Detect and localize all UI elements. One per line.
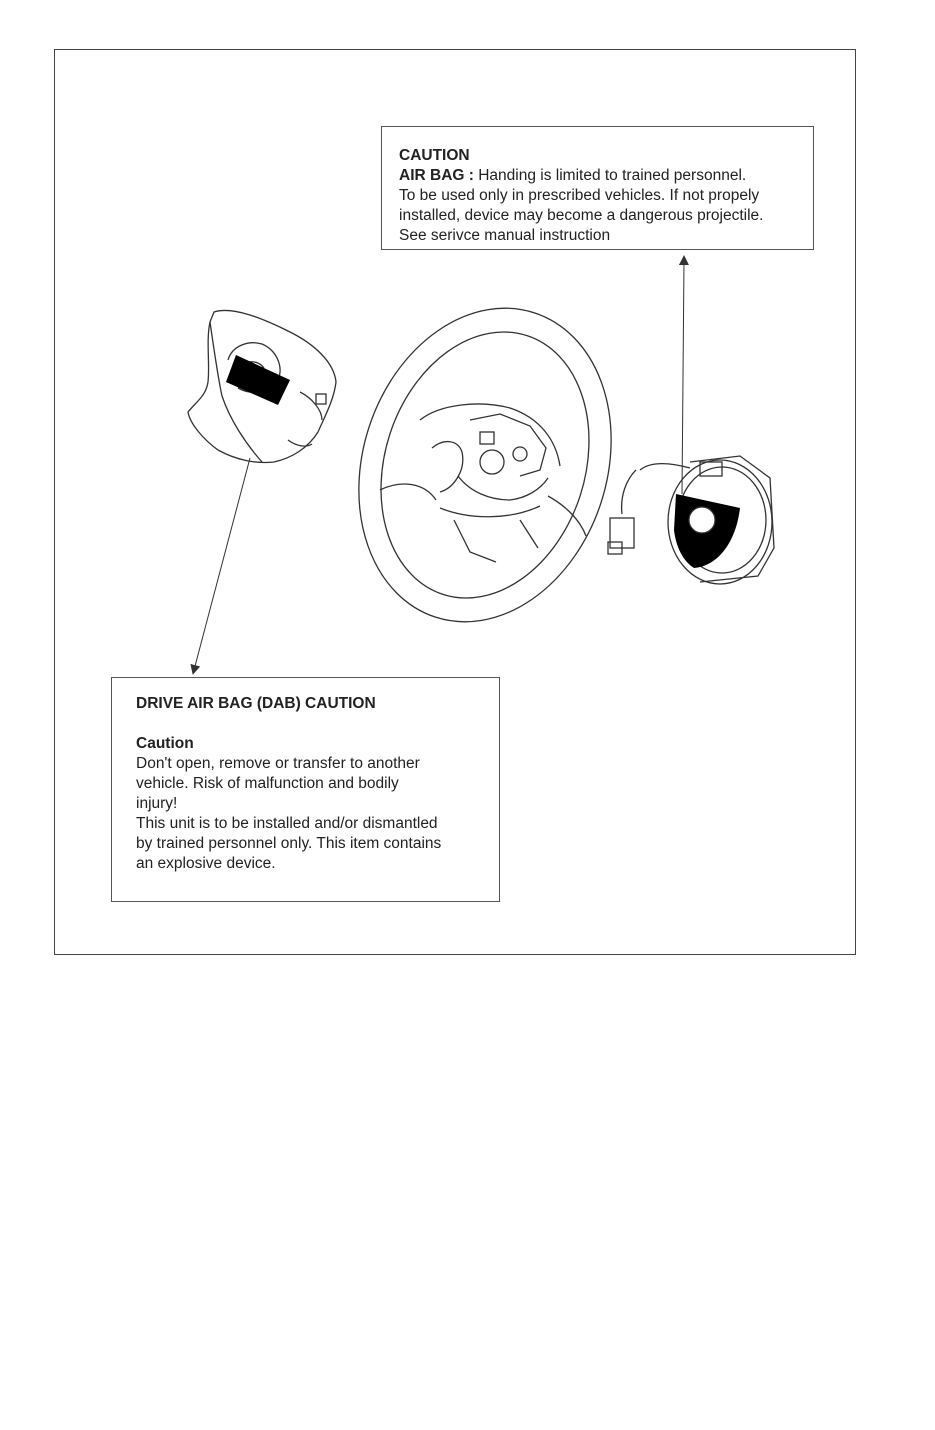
- caution-top-text-4: See serivce manual instruction: [399, 227, 611, 244]
- caution-bottom-title: DRIVE AIR BAG (DAB) CAUTION: [136, 695, 376, 712]
- caution-bottom-text-1: Don't open, remove or transfer to anothe…: [136, 755, 420, 772]
- caution-bottom-text-6: an explosive device.: [136, 855, 276, 872]
- steering-wheel-icon: [358, 307, 612, 623]
- caution-bottom-text-2: vehicle. Risk of malfunction and bodily: [136, 775, 399, 792]
- airbag-label: AIR BAG :: [399, 167, 474, 184]
- caution-top-title: CAUTION: [399, 147, 470, 164]
- caution-top-text-2: To be used only in prescribed vehicles. …: [399, 187, 760, 204]
- caution-bottom-text-4: This unit is to be installed and/or dism…: [136, 815, 438, 832]
- caution-label-bottom: DRIVE AIR BAG (DAB) CAUTION Caution Don'…: [111, 677, 500, 902]
- warning-label-patch-left: [226, 355, 290, 405]
- leader-arrow-top: [678, 255, 689, 495]
- leader-arrow-bottom: [190, 457, 251, 675]
- caution-top-text-3: installed, device may become a dangerous…: [399, 207, 764, 224]
- diagram-frame: [54, 49, 856, 955]
- caution-top-text-1: Handing is limited to trained personnel.: [478, 167, 747, 184]
- caution-label-top: CAUTION AIR BAG : Handing is limited to …: [381, 126, 814, 250]
- caution-bottom-text-5: by trained personnel only. This item con…: [136, 835, 442, 852]
- caution-bottom-subtitle: Caution: [136, 735, 194, 752]
- caution-top-line-1: AIR BAG : Handing is limited to trained …: [399, 166, 813, 186]
- caution-bottom-text-3: injury!: [136, 795, 178, 812]
